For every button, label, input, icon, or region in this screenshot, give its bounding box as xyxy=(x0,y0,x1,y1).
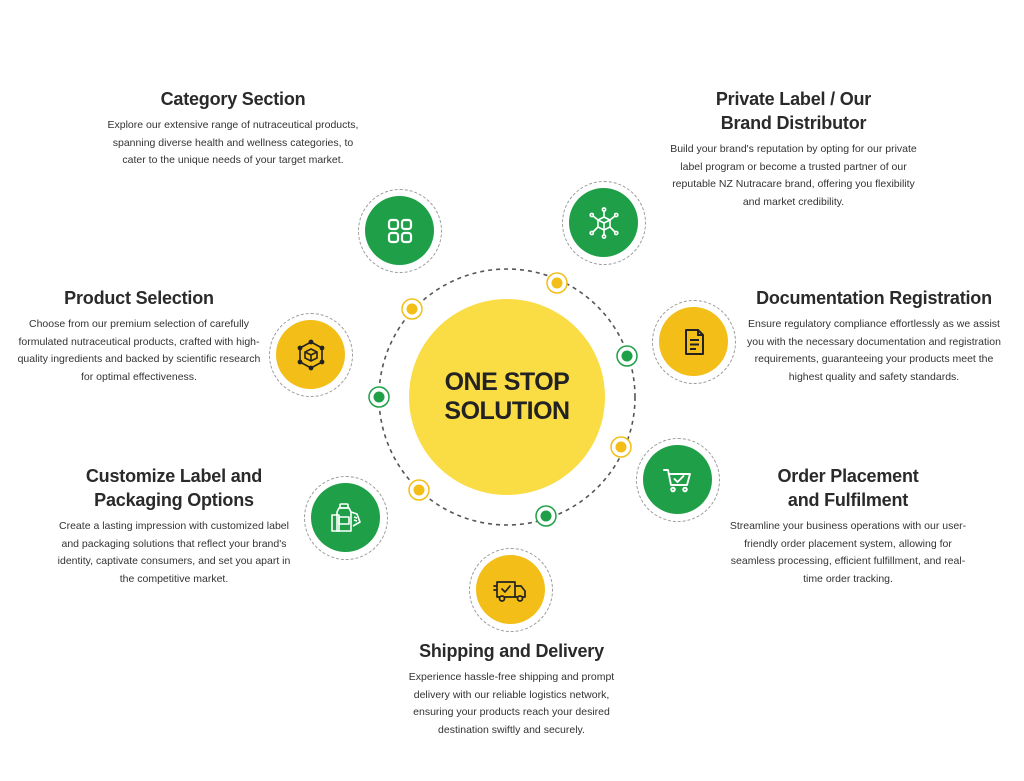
orbit-dot-green-3 xyxy=(368,386,390,408)
hexagon-box-icon xyxy=(297,339,324,370)
node-order xyxy=(636,438,720,522)
private-label-desc: Build your brand's reputation by opting … xyxy=(670,143,917,208)
block-private-label: Private Label / Our Brand Distributor Bu… xyxy=(663,87,924,211)
block-product-selection: Product Selection Choose from our premiu… xyxy=(14,286,264,386)
documentation-desc: Ensure regulatory compliance effortlessl… xyxy=(747,318,1001,383)
block-customize: Customize Label and Packaging Options Cr… xyxy=(51,464,297,588)
order-title: Order Placement and Fulfilment xyxy=(777,466,919,510)
customize-title: Customize Label and Packaging Options xyxy=(85,466,263,510)
shipping-desc: Experience hassle-free shipping and prom… xyxy=(408,671,615,736)
orbit-dot-yellow-3 xyxy=(610,436,632,458)
block-shipping: Shipping and Delivery Experience hassle-… xyxy=(399,639,624,739)
node-product-selection-inner xyxy=(276,320,345,389)
hub-title: ONE STOP SOLUTION xyxy=(444,368,570,426)
block-category: Category Section Explore our extensive r… xyxy=(103,87,363,170)
grid-icon xyxy=(387,218,412,243)
block-documentation: Documentation Registration Ensure regula… xyxy=(747,286,1001,386)
node-documentation xyxy=(652,300,736,384)
node-product-selection xyxy=(269,313,353,397)
orbit-dot-green-1 xyxy=(616,345,638,367)
network-box-icon xyxy=(588,206,619,239)
node-private-label-inner xyxy=(569,188,638,257)
node-category-inner xyxy=(365,196,434,265)
packaging-icon xyxy=(330,502,361,532)
node-category xyxy=(358,189,442,273)
node-documentation-inner xyxy=(659,307,728,376)
block-order: Order Placement and Fulfilment Streamlin… xyxy=(728,464,968,588)
orbit-dot-green-2 xyxy=(535,505,557,527)
document-icon xyxy=(684,328,704,355)
customize-desc: Create a lasting impression with customi… xyxy=(57,520,291,585)
orbit-dot-yellow-4 xyxy=(408,479,430,501)
node-customize-inner xyxy=(311,483,380,552)
private-label-title: Private Label / Our Brand Distributor xyxy=(715,89,872,133)
orbit-dot-yellow-2 xyxy=(546,272,568,294)
orbit-dot-yellow-1 xyxy=(401,298,423,320)
node-shipping-inner xyxy=(476,555,545,624)
hub-title-line2: SOLUTION xyxy=(444,397,570,425)
node-order-inner xyxy=(643,445,712,514)
delivery-truck-icon xyxy=(492,580,526,602)
node-shipping xyxy=(469,548,553,632)
category-title: Category Section xyxy=(160,89,306,109)
node-private-label xyxy=(562,181,646,265)
product-selection-desc: Choose from our premium selection of car… xyxy=(17,318,261,383)
shopping-cart-icon xyxy=(662,468,691,492)
hub-circle: ONE STOP SOLUTION xyxy=(409,299,605,495)
hub-title-line1: ONE STOP xyxy=(444,368,570,396)
node-customize xyxy=(304,476,388,560)
documentation-title: Documentation Registration xyxy=(756,288,992,308)
order-desc: Streamline your business operations with… xyxy=(729,520,967,585)
product-selection-title: Product Selection xyxy=(64,288,214,308)
category-desc: Explore our extensive range of nutraceut… xyxy=(107,119,359,166)
shipping-title: Shipping and Delivery xyxy=(419,641,604,661)
